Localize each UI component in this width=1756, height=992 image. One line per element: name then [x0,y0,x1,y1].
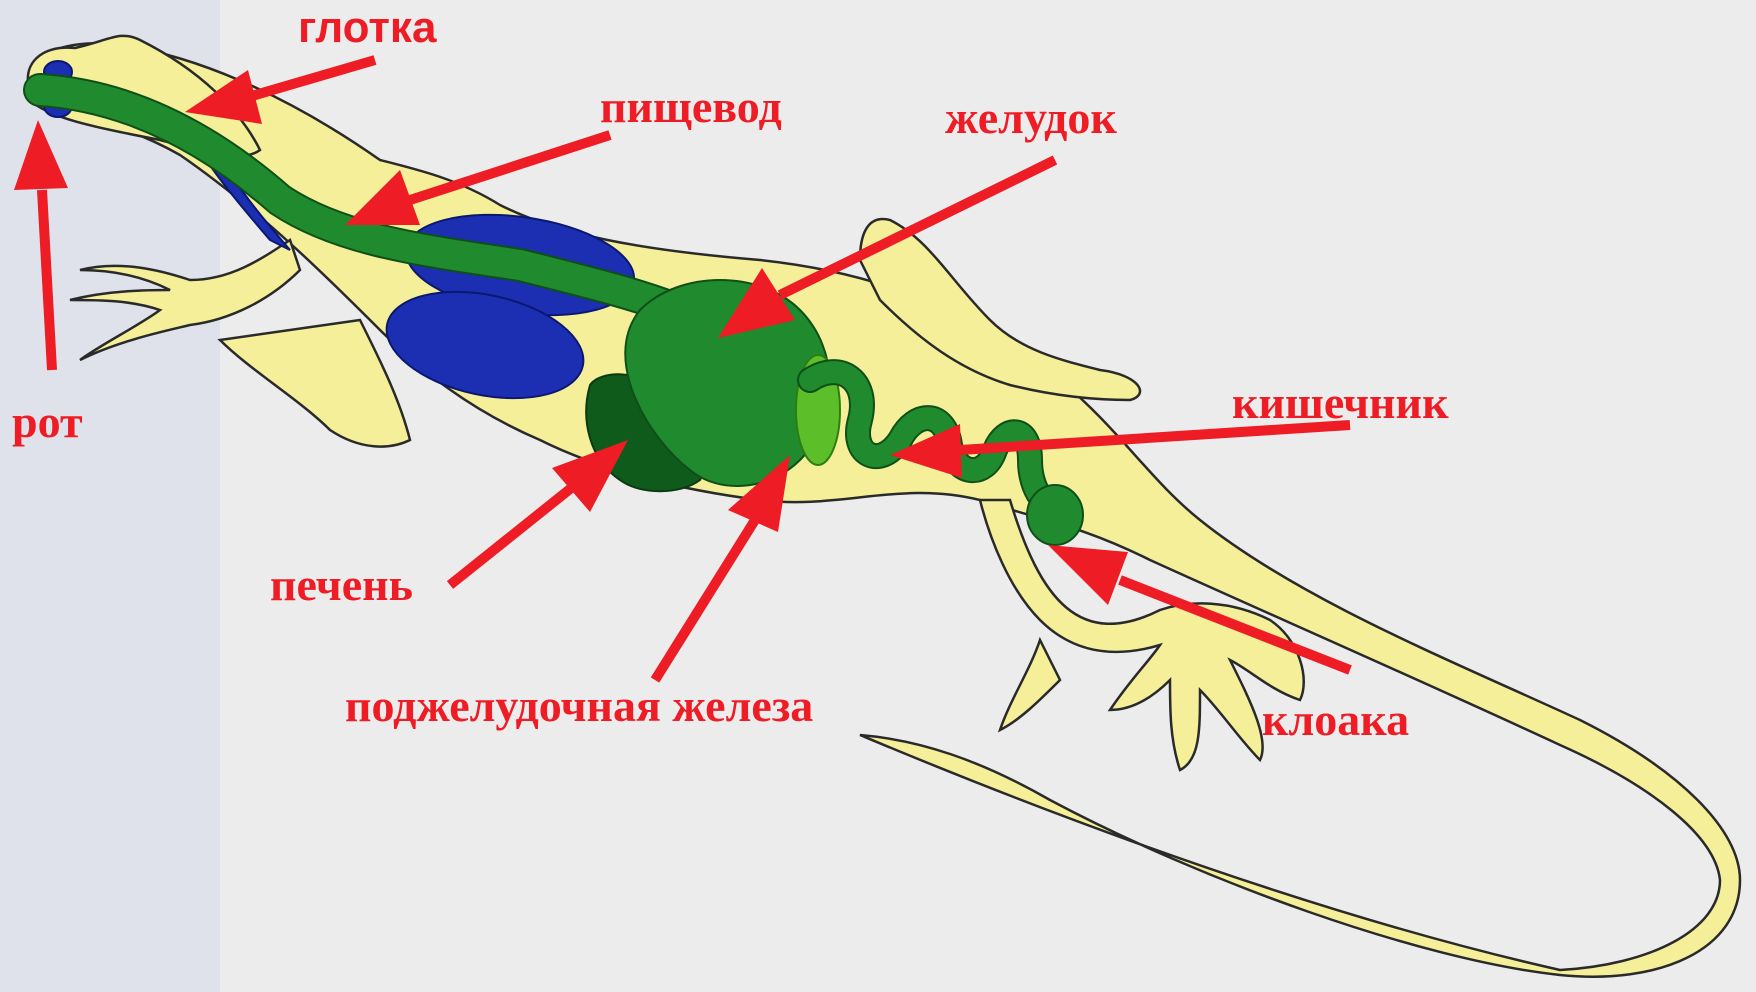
cloaca [1027,485,1083,545]
arrow-pishchevod [410,135,610,200]
label-pishchevod: пищевод [600,81,782,132]
arrow-pechen [450,485,575,585]
hind-left-leg [1000,640,1060,730]
front-left-arm [220,320,410,447]
label-zheludok: желудок [945,92,1117,143]
label-pechen: печень [270,559,413,610]
label-kloaka: клоака [1262,694,1409,745]
arrow-podzheludochnaya [655,520,755,680]
label-rot: рот [12,396,83,447]
arrowhead-kloaka [1048,545,1128,605]
label-kishechnik: кишечник [1232,377,1449,428]
lizard-body [28,36,1740,977]
label-podzheludochnaya: поджелудочная железа [345,680,813,731]
arrow-glotka [245,60,375,98]
label-glotka: глотка [298,3,437,52]
